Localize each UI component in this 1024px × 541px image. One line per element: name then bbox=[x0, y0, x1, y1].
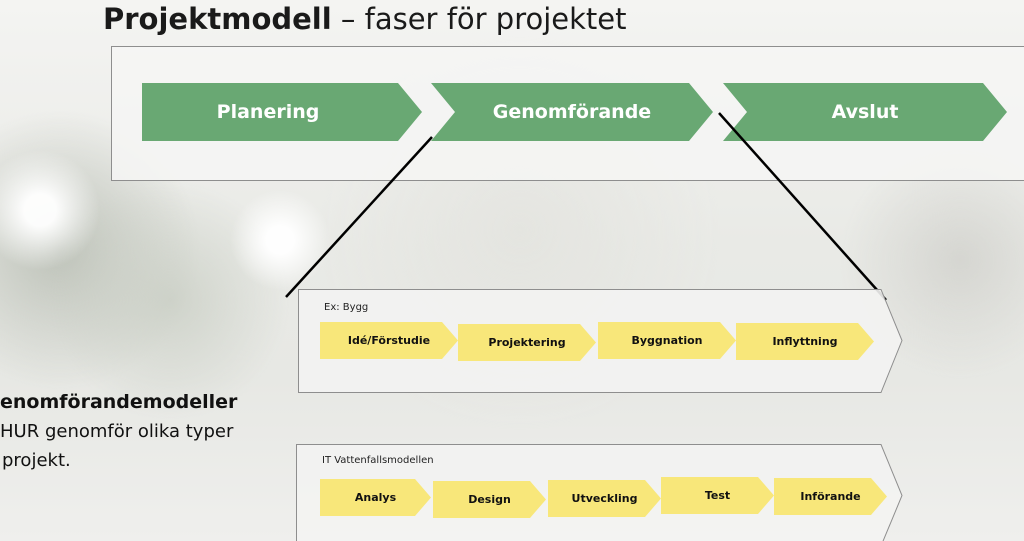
step-projektering: Projektering bbox=[458, 324, 596, 361]
example-label-vattenfall: IT Vattenfallsmodellen bbox=[322, 455, 434, 466]
step-label: Projektering bbox=[488, 336, 566, 349]
implementation-models-note: enomförandemodeller HUR genomför olika t… bbox=[0, 388, 237, 475]
step-label: Införande bbox=[800, 490, 861, 503]
step-test: Test bbox=[661, 477, 774, 514]
step-analys: Analys bbox=[320, 479, 431, 516]
step-label: Inflyttning bbox=[772, 335, 838, 348]
step-design: Design bbox=[433, 481, 546, 518]
side-note-line: projekt. bbox=[2, 450, 71, 471]
step-inforande: Införande bbox=[774, 478, 887, 515]
step-label: Analys bbox=[354, 491, 397, 504]
step-label: Byggnation bbox=[631, 334, 703, 347]
phase-planering: Planering bbox=[142, 83, 422, 141]
phase-label: Genomförande bbox=[492, 101, 652, 123]
page-title: Projektmodell – faser för projektet bbox=[103, 2, 627, 36]
step-utveckling: Utveckling bbox=[548, 480, 661, 517]
step-inflyttning: Inflyttning bbox=[736, 323, 874, 360]
step-label: Design bbox=[468, 493, 511, 506]
phase-label: Planering bbox=[216, 101, 320, 123]
phase-genomforande: Genomförande bbox=[431, 83, 713, 141]
example-label-bygg: Ex: Bygg bbox=[324, 302, 369, 313]
step-ide-forstudie: Idé/Förstudie bbox=[320, 322, 458, 359]
phase-label: Avslut bbox=[831, 101, 899, 123]
zoom-line-right bbox=[718, 112, 887, 301]
side-note-line: HUR genomför olika typer bbox=[0, 421, 234, 442]
page-title-rest: – faser för projektet bbox=[331, 2, 627, 36]
step-label: Utveckling bbox=[571, 492, 638, 505]
step-label: Test bbox=[704, 489, 731, 502]
side-note-heading: enomförandemodeller bbox=[0, 391, 238, 413]
step-byggnation: Byggnation bbox=[598, 322, 736, 359]
step-label: Idé/Förstudie bbox=[347, 334, 431, 347]
phase-avslut: Avslut bbox=[723, 83, 1007, 141]
zoom-line-left bbox=[285, 136, 433, 298]
page-title-bold: Projektmodell bbox=[103, 2, 332, 36]
